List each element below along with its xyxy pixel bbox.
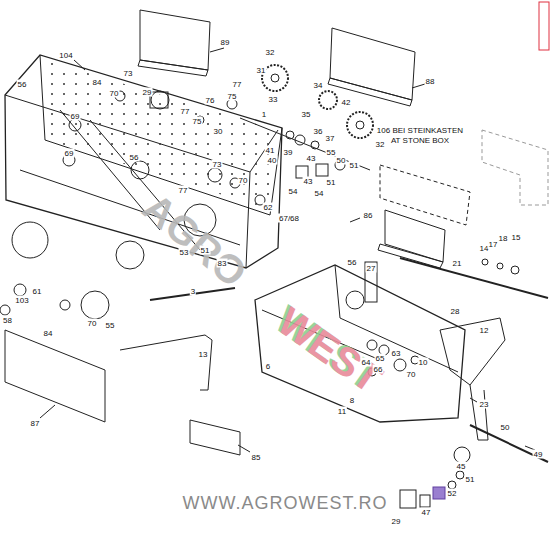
- callout-number: 6: [265, 362, 271, 371]
- callout-number: 28: [450, 307, 461, 316]
- callout-number: 34: [313, 81, 324, 90]
- callout-number: 51: [326, 178, 337, 187]
- callout-number: 45: [456, 462, 467, 471]
- callout-number: 32: [265, 48, 276, 57]
- callout-number: 8: [349, 396, 355, 405]
- callout-number: 53: [179, 248, 190, 257]
- callout-number: 103: [14, 296, 29, 305]
- callout-number: 10: [418, 358, 429, 367]
- callout-number: 84: [43, 329, 54, 338]
- callout-number: 73: [123, 69, 134, 78]
- website-url: WWW.AGROWEST.RO: [182, 493, 389, 513]
- note: 106 BEI STEINKASTEN: [376, 126, 464, 135]
- note: AT STONE BOX: [390, 136, 450, 145]
- watermark: AGRO: [135, 185, 255, 296]
- callout-number: 86: [363, 211, 374, 220]
- callout-number: 50: [500, 423, 511, 432]
- callout-number: 41: [265, 146, 276, 155]
- callout-number: 11: [337, 407, 347, 416]
- callout-number: 65: [375, 354, 386, 363]
- callout-number: 56: [17, 80, 28, 89]
- callout-number: 37: [325, 134, 336, 143]
- callout-number: 85: [251, 453, 262, 462]
- callout-number: 75: [192, 117, 203, 126]
- callout-number: 42: [341, 98, 352, 107]
- callout-number: 66: [373, 365, 384, 374]
- callout-number: 73: [212, 160, 223, 169]
- callout-number: 47: [421, 508, 432, 517]
- callout-number: 77: [180, 107, 191, 116]
- callout-number: 67/68: [278, 214, 300, 223]
- callout-number: 69: [70, 112, 81, 121]
- callout-number: 55: [105, 321, 116, 330]
- callout-number: 56: [129, 153, 140, 162]
- callout-number: 77: [232, 80, 243, 89]
- callout-number: 36: [313, 127, 324, 136]
- callout-number: 83: [217, 259, 228, 268]
- callout-number: 43: [303, 177, 314, 186]
- callout-number: 54: [314, 189, 325, 198]
- callout-number: 29: [391, 517, 402, 526]
- callout-number: 29: [142, 88, 153, 97]
- callout-number: 12: [479, 326, 490, 335]
- callout-number: 39: [283, 148, 294, 157]
- callout-number: 21: [452, 259, 463, 268]
- callout-number: 64: [361, 358, 372, 367]
- callout-number: 43: [306, 154, 317, 163]
- callout-number: 51: [349, 161, 360, 170]
- callout-number: 104: [58, 51, 73, 60]
- callout-number: 50: [336, 156, 347, 165]
- callout-number: 62: [263, 203, 274, 212]
- callout-number: 63: [391, 349, 402, 358]
- callout-number: 54: [288, 187, 299, 196]
- callout-number: 87: [30, 419, 41, 428]
- callout-number: 40: [267, 156, 278, 165]
- callout-number: 27: [366, 264, 377, 273]
- callout-number: 15: [511, 233, 522, 242]
- callout-number: 32: [375, 140, 386, 149]
- callout-number: 75: [227, 92, 238, 101]
- callout-number: 70: [406, 370, 417, 379]
- callout-number: 31: [256, 66, 267, 75]
- callout-number: 23: [479, 400, 490, 409]
- callout-number: 70: [238, 176, 249, 185]
- callout-number: 52: [447, 489, 458, 498]
- callout-number: 56: [347, 258, 358, 267]
- callout-number: 51: [200, 246, 211, 255]
- callout-number: 3: [190, 287, 196, 296]
- callout-number: 51: [465, 475, 476, 484]
- callout-number: 88: [425, 77, 436, 86]
- callout-number: 89: [220, 38, 231, 47]
- callout-number: 58: [2, 316, 13, 325]
- callout-number: 30: [213, 127, 224, 136]
- callout-number: 49: [533, 450, 544, 459]
- callout-number: 77: [178, 186, 189, 195]
- callout-number: 61: [32, 287, 43, 296]
- callout-number: 70: [87, 319, 98, 328]
- callout-number: 76: [205, 96, 216, 105]
- callout-number: 35: [301, 110, 312, 119]
- callout-number: 18: [498, 234, 509, 243]
- callout-number: 33: [268, 95, 279, 104]
- callout-number: 69: [64, 149, 75, 158]
- callout-number: 70: [109, 89, 120, 98]
- callout-number: 84: [92, 78, 103, 87]
- callout-number: 1: [261, 110, 267, 119]
- callout-number: 13: [198, 350, 209, 359]
